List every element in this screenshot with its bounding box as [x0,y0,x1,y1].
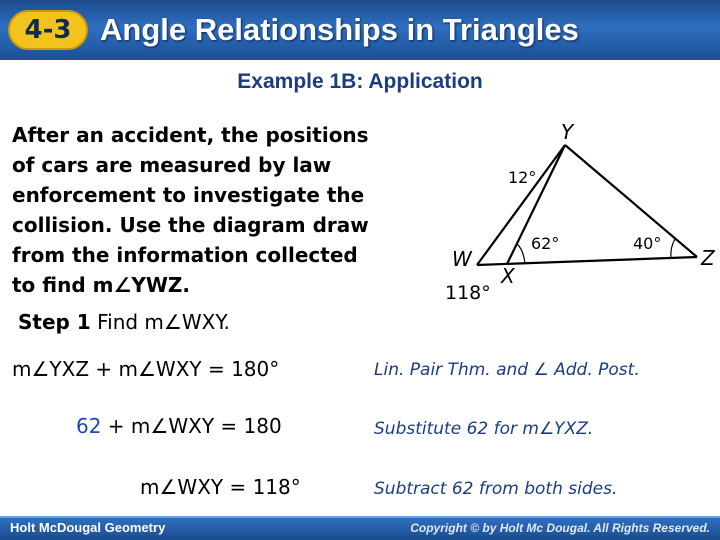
label-z: Z [700,246,716,270]
arc-angle-y [544,160,554,174]
footer-publisher: Holt McDougal Geometry [10,520,166,535]
problem-line: collision. Use the diagram draw [12,213,369,237]
header-bar: 4-3 Angle Relationships in Triangles [0,0,720,60]
side-wz [476,255,698,267]
step-1: Step 1 Find m∠WXY. [18,310,418,334]
footer-bar: Holt McDougal Geometry Copyright © by Ho… [0,516,720,540]
side-yz [564,144,698,258]
step-1-label: Step 1 [18,310,91,334]
problem-line: After an accident, the positions [12,123,369,147]
reason-2: Substitute 62 for m∠YXZ. [374,419,594,439]
equation-line-3: m∠WXY = 118° [140,475,301,499]
example-title: Example 1B: Application [237,70,483,93]
label-exterior-angle: 118° [445,282,491,304]
arc-angle-z [670,238,676,259]
triangle-diagram: Y W X Z 12° 62° 40° 118° [445,120,716,304]
equation-rest: m∠YXZ + m∠WXY = 180° [12,357,280,381]
reason-1: Lin. Pair Thm. and ∠ Add. Post. [374,360,640,380]
problem-line: to find m∠YWZ. [12,273,191,297]
problem-line: of cars are measured by law [12,153,332,177]
equation-line-1: m∠YXZ + m∠WXY = 180° [12,357,279,381]
segment-yx [506,144,566,265]
label-x: X [500,264,516,288]
label-angle-y: 12° [508,168,536,187]
step-1-text: Find m∠WXY. [97,310,230,334]
reason-3: Subtract 62 from both sides. [374,479,618,499]
lesson-badge: 4-3 [8,10,88,50]
footer-copyright: Copyright © by Holt Mc Dougal. All Right… [410,521,710,535]
equation-rest: + m∠WXY = 180 [101,414,282,438]
problem-line: from the information collected [12,243,358,267]
problem-line: enforcement to investigate the [12,183,365,207]
label-y: Y [561,120,575,144]
equation-rest: m∠WXY = 118° [140,475,301,499]
equation-lead: 62 [76,414,102,438]
page-title: Angle Relationships in Triangles [100,12,579,47]
label-w: W [452,247,473,271]
arc-angle-x [516,243,526,264]
problem-text: After an accident, the positions of cars… [12,120,452,300]
label-angle-z: 40° [633,234,661,253]
label-angle-x: 62° [531,234,559,253]
equation-line-2: 62 + m∠WXY = 180 [76,414,282,438]
